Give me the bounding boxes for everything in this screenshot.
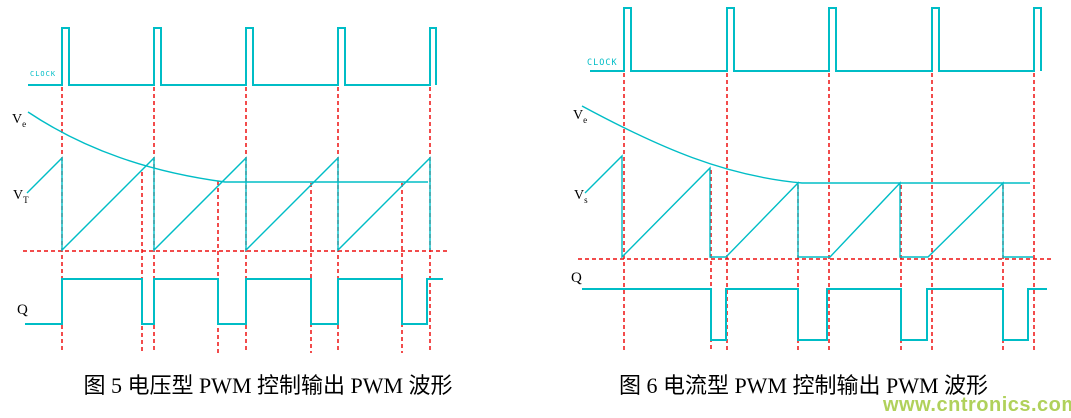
watermark-text: www.cntronics.com [883,394,1071,416]
fig5-ve-label: Ve [12,112,27,129]
fig5-caption: 图 5 电压型 PWM 控制输出 PWM 波形 [83,373,453,398]
fig6-q-wave [582,288,1047,341]
fig6-q-label: Q [571,270,582,286]
fig5-q-wave [25,278,443,325]
fig6-vs-label: Vs [574,188,588,205]
fig6-ve-label: Ve [573,108,588,125]
fig6-ve-curve [581,105,1030,184]
fig5-clock-wave [28,27,437,86]
fig5-q-label: Q [17,302,28,318]
fig6-ramp-wave [584,154,1033,259]
fig5-clock-label: CLOCK [30,70,57,78]
fig6-caption: 图 6 电流型 PWM 控制输出 PWM 波形 [618,373,989,398]
fig5-ramp-wave [26,156,431,252]
fig5-vt-label: VT [13,188,29,205]
fig6-clock-label: CLOCK [587,58,618,68]
fig5-ve-curve [27,111,428,183]
fig6-clock-wave [590,7,1042,72]
